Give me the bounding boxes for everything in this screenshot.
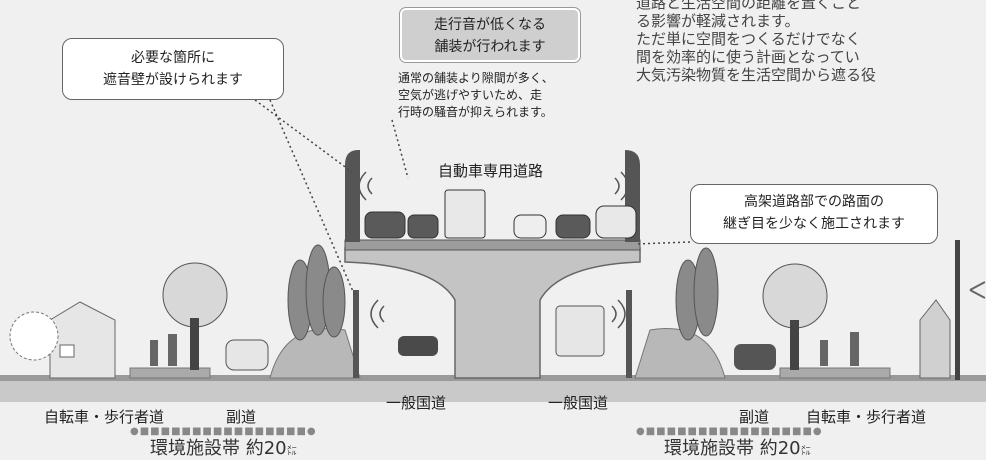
intro-line: 道路と生活空間の距離を置くこと [636,0,862,12]
pavement-note-line: 行時の騒音が抑えられます。 [398,105,553,119]
pavement-callout: 走行音が低くなる 舗装が行われます [400,8,580,62]
ground-strip [0,380,986,402]
zone-right-text: 環境施設帯 約20 [664,438,801,459]
pavement-note: 通常の舗装より隙間が多く、 空気が逃げやすいため、走 行時の騒音が抑えられます。 [398,70,598,121]
intro-text: 道路と生活空間の距離を置くこと る影響が軽減されます。 ただ単に空間をつくるだけ… [636,0,876,84]
bike-walk-left-label: 自転車・歩行者道 [44,408,165,426]
sound-wall-callout-line1: 必要な箇所に [131,50,215,66]
intro-line: ただ単に空間をつくるだけでなく [636,30,861,48]
right-sidewalk [779,367,891,379]
zone-left-label: 環境施設帯 約20㍍ [150,434,297,460]
zone-right-unit: ㍍ [800,446,811,457]
zone-left-unit: ㍍ [286,446,297,457]
pavement-callout-line1: 走行音が低くなる [434,17,546,33]
zone-left-rule: ●■■■■■■■■■■■■■■■■● [130,426,317,437]
left-sidewalk [129,367,211,379]
zone-right-rule: ●■■■■■■■■■■■■■■■■● [636,426,823,437]
joints-callout-line2: 継ぎ目を少なく施工されます [723,216,905,232]
bike-walk-right-label: 自転車・歩行者道 [806,408,927,426]
national-right-label: 一般国道 [548,394,609,412]
frontage-right-label: 副道 [739,408,770,426]
expressway-label: 自動車専用道路 [438,162,544,180]
sound-wall-left [345,150,360,242]
elevated-viaduct [344,247,641,379]
pavement-note-line: 空気が逃げやすいため、走 [398,88,543,102]
sound-wall-callout: 必要な箇所に 遮音壁が設けられます [62,38,284,100]
pavement-note-line: 通常の舗装より隙間が多く、 [398,71,554,85]
expressway-deck [344,239,641,251]
zone-left-text: 環境施設帯 約20 [150,438,287,459]
frontage-left-label: 副道 [226,408,257,426]
joints-callout-line1: 高架道路部での路面の [744,194,884,210]
joints-callout: 高架道路部での路面の 継ぎ目を少なく施工されます [690,184,938,244]
intro-line: 間を効率的に使う計画となってい [636,48,860,66]
zone-right-label: 環境施設帯 約20㍍ [664,434,811,460]
resident-icon [9,311,59,361]
intro-line: る影響が軽減されます。 [636,12,800,30]
pavement-callout-line2: 舗装が行われます [434,39,546,55]
national-left-label: 一般国道 [386,394,447,412]
intro-line: 大気汚染物質を生活空間から遮る役 [636,66,877,84]
sound-wall-callout-line2: 遮音壁が設けられます [103,72,243,88]
